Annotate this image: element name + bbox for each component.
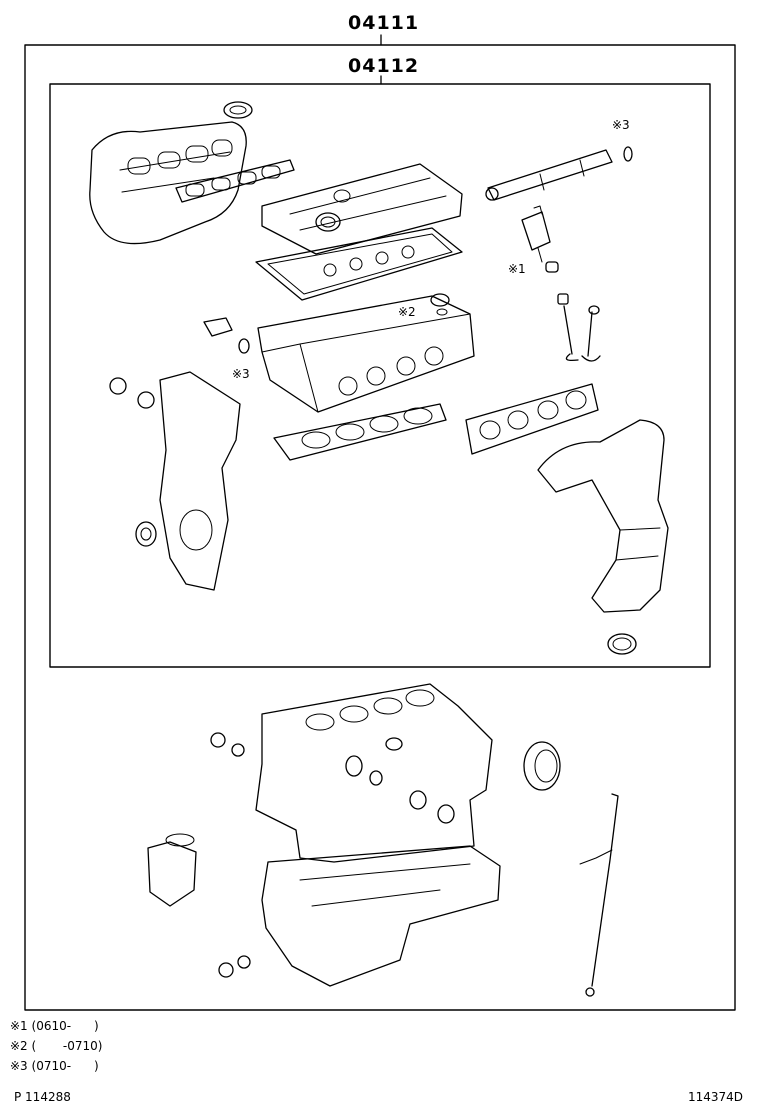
legend-row-1: ※1 (0610- ) [10,1016,102,1036]
callout-3-lower: ※3 [232,367,250,381]
legend-range-1: (0610- ) [31,1019,99,1033]
kit-frames [24,34,736,1011]
inner-kit-label: 04112 [348,55,420,77]
intake-manifold [89,101,253,245]
outer-kit-frame [24,44,736,1011]
intake-gasket [175,159,295,203]
water-pump [147,833,197,907]
legend-range-3: (0710- ) [31,1059,99,1073]
cylinder-block [210,683,493,863]
outer-kit-label: 04111 [348,12,420,34]
legend-mark-2: ※2 [10,1039,28,1053]
legend-mark-1: ※1 [10,1019,28,1033]
callout-1: ※1 [508,262,526,276]
timing-cover [109,371,241,591]
fuel-delivery-pipe [485,146,633,201]
cylinder-head [257,293,475,413]
exhaust-manifold [537,419,669,655]
head-cover [261,163,463,255]
fuel-injector [521,205,559,273]
oil-pan [218,845,501,987]
exhaust-gasket [465,383,599,455]
legend-row-2: ※2 ( -0710) [10,1036,102,1056]
legend-mark-3: ※3 [10,1059,28,1073]
footer-right-code: 114374D [688,1090,744,1104]
inner-kit-frame [49,83,711,668]
legend-range-2: ( -0710) [31,1039,103,1053]
callout-2: ※2 [398,305,416,319]
cam-sensor [203,317,250,354]
legend-row-3: ※3 (0710- ) [10,1056,102,1076]
rear-oil-seal [523,741,561,791]
applicability-legend: ※1 (0610- ) ※2 ( -0710) ※3 (0710- ) [10,1016,102,1076]
valves [557,293,601,362]
head-cover-gasket [255,227,463,301]
footer-left-code: P 114288 [14,1090,71,1104]
callout-3-upper: ※3 [612,118,630,132]
head-gasket [273,403,447,461]
oil-dipstick [579,793,619,997]
